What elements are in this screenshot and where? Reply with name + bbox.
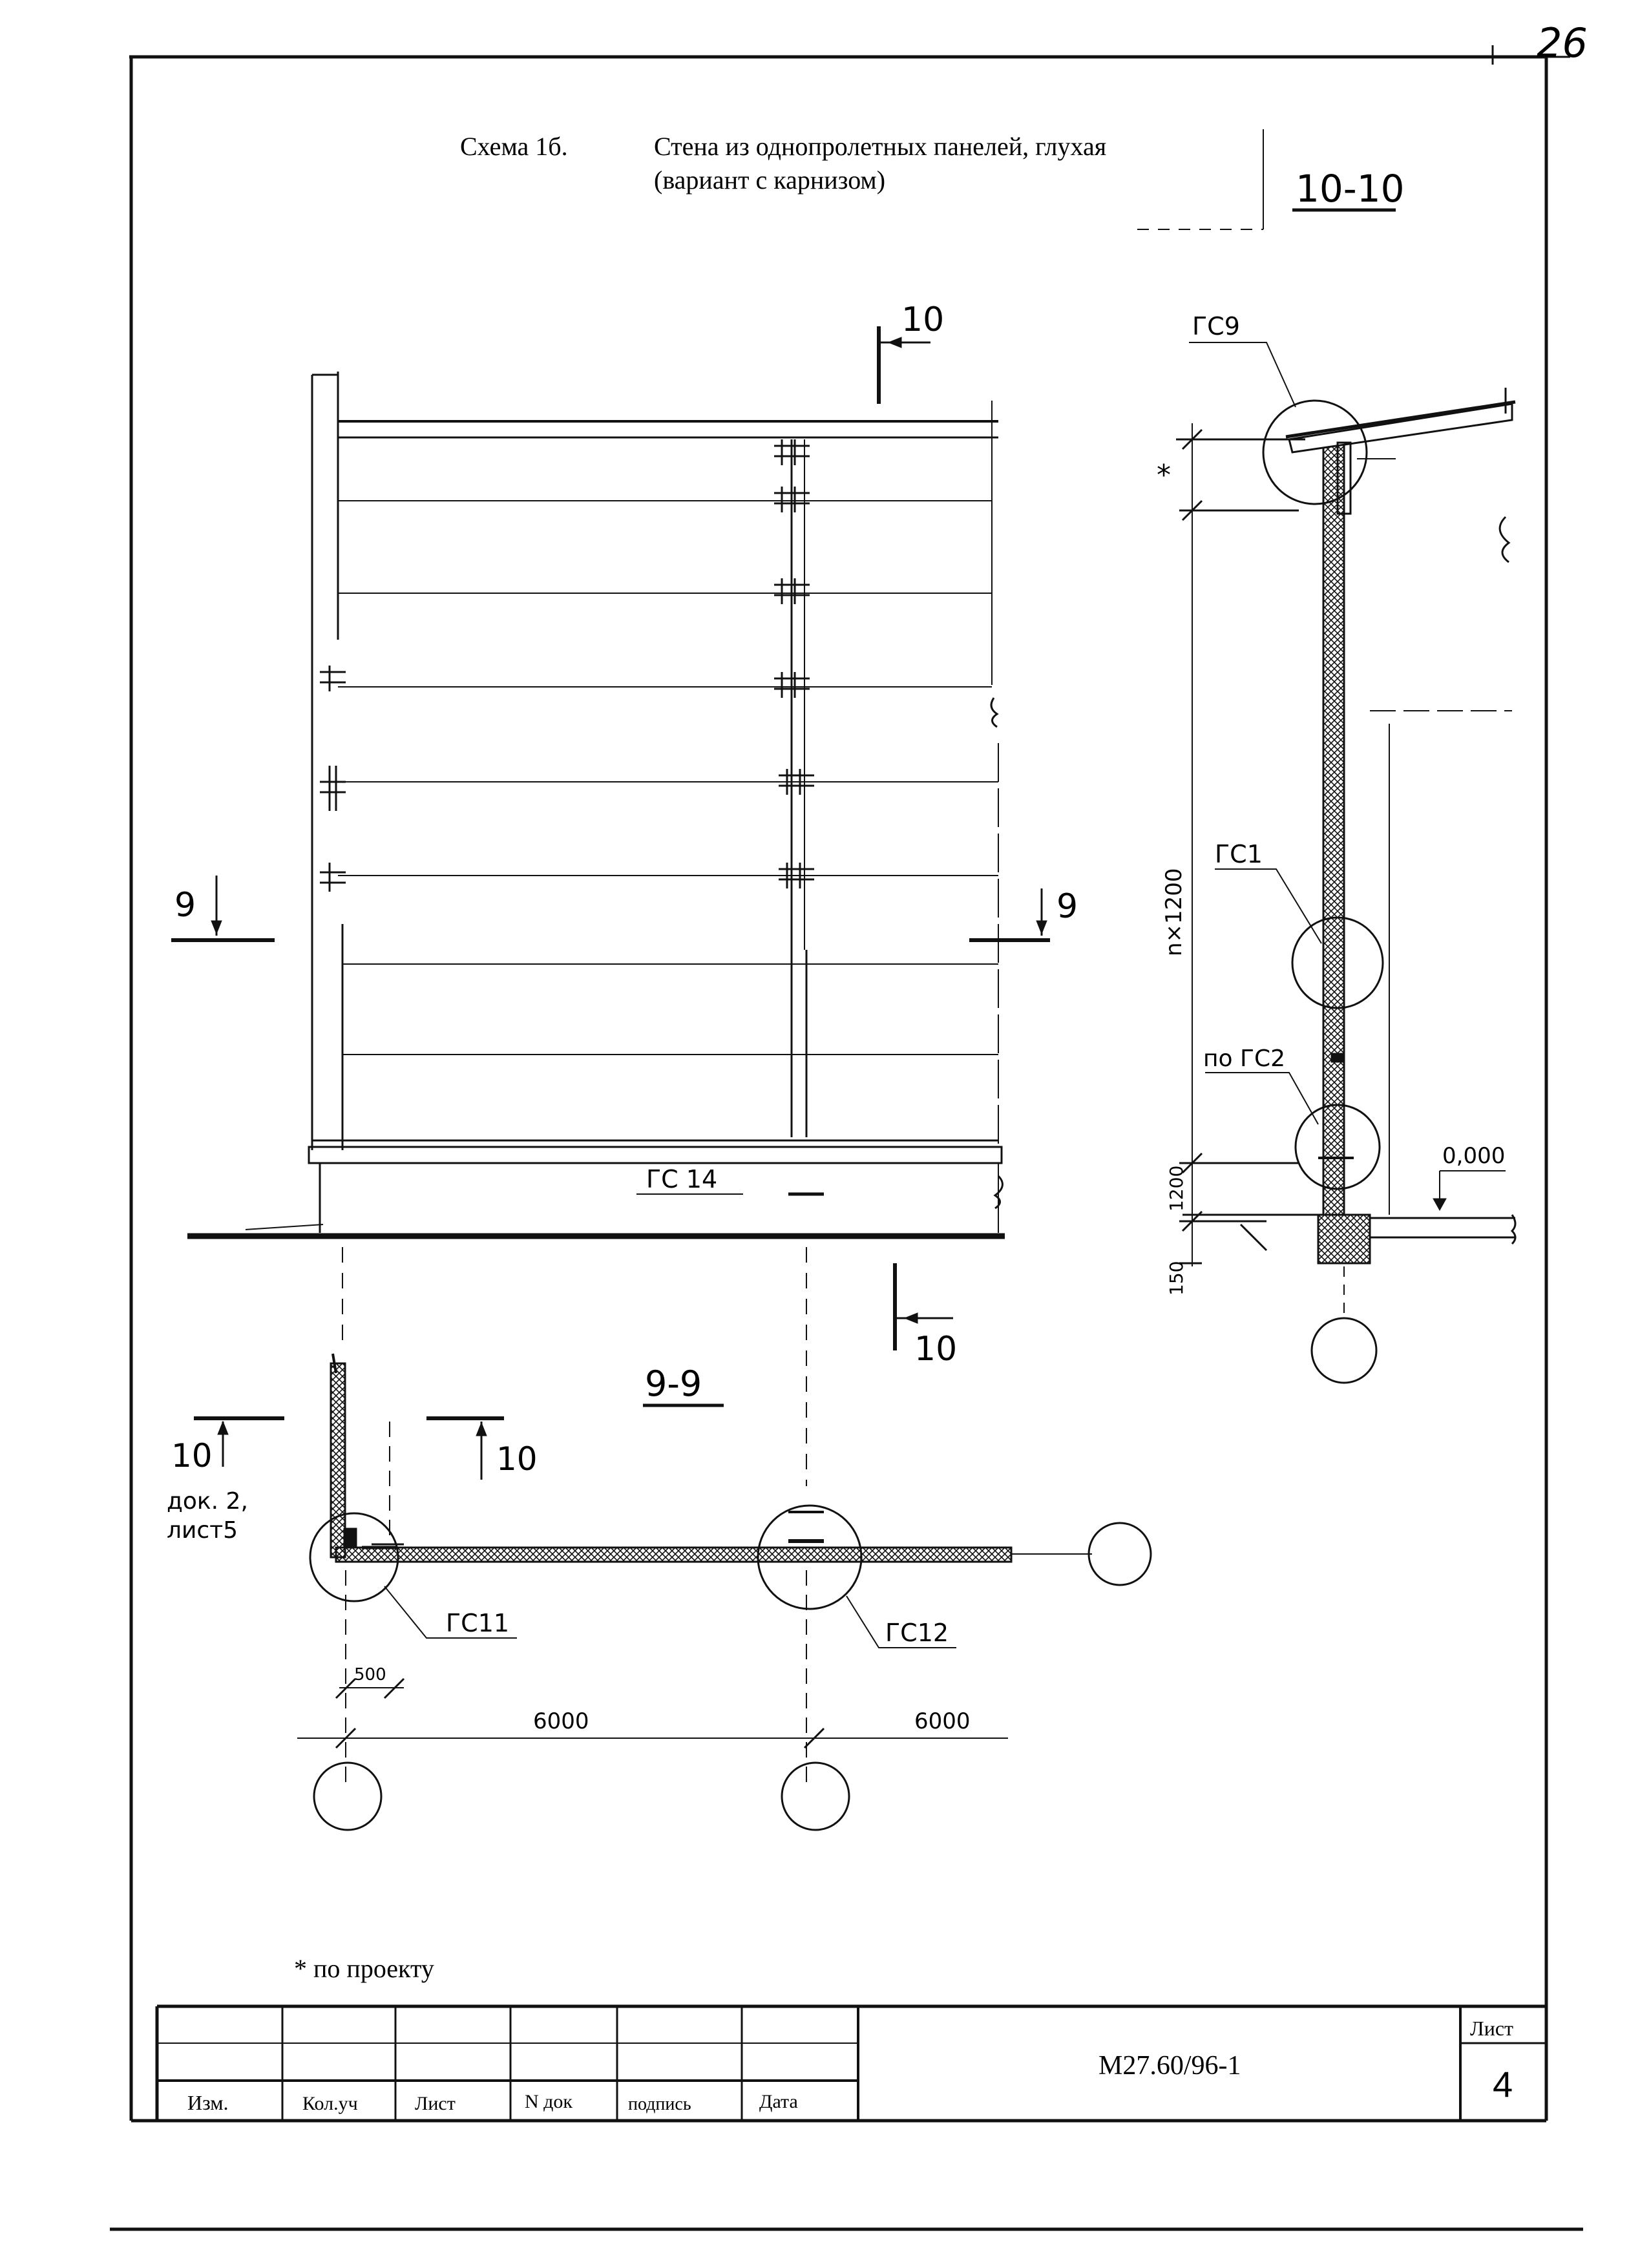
cut-marker-10-bottom (893, 1263, 953, 1350)
plan-cut-marker-right (426, 1416, 504, 1480)
cut-label-9-right: 9 (1056, 887, 1078, 926)
tb-header-izm: Изм. (187, 2091, 229, 2114)
level-0000: 0,000 (1442, 1143, 1505, 1169)
dim-n1200: n×1200 (1161, 868, 1187, 956)
plan-ref-note-line1: док. 2, (167, 1488, 248, 1515)
plan-cut-label-left: 10 (171, 1437, 213, 1475)
cut-label-10-top: 10 (901, 300, 944, 339)
cut-marker-10-top (877, 326, 930, 404)
callout-gc1: ГС1 (1215, 840, 1263, 868)
callout-gc12: ГС12 (885, 1619, 949, 1647)
dim-6000-a: 6000 (533, 1708, 589, 1734)
dim-500: 500 (354, 1665, 386, 1685)
section-9-9-title: 9-9 (645, 1363, 702, 1404)
tb-header-kol-uch: Кол.уч (302, 2093, 358, 2114)
tb-header-podpis: подпись (628, 2094, 691, 2114)
plan-cut-marker-left (194, 1416, 284, 1467)
plan-cut-label-right: 10 (496, 1440, 538, 1478)
tb-header-data: Дата (759, 2091, 798, 2112)
cut-label-9-left: 9 (174, 886, 196, 925)
footnote: * по проекту (294, 1954, 434, 1983)
section-10-10-view (1176, 342, 1517, 1384)
tb-header-n-dok: N док (525, 2091, 573, 2112)
document-code: М27.60/96-1 (1098, 2051, 1241, 2081)
plan-ref-note-line2: лист5 (167, 1517, 238, 1544)
dim-150: 150 (1166, 1261, 1187, 1296)
header-bracket (1137, 129, 1264, 230)
dim-star: * (1157, 459, 1171, 492)
callout-gc11: ГС11 (446, 1609, 509, 1637)
elevation-view (187, 372, 1005, 1486)
callout-gc14: ГС 14 (646, 1165, 717, 1193)
scheme-title-line1: Стена из однопролетных панелей, глухая (654, 132, 1106, 161)
section-10-10-title: 10-10 (1296, 167, 1405, 211)
plan-view (297, 1353, 1152, 1831)
sheet-number: 4 (1493, 2064, 1513, 2105)
tb-header-list: Лист (415, 2093, 456, 2114)
drawing-frame (110, 45, 1583, 2231)
page-number: 26 (1537, 19, 1588, 67)
sheet-label: Лист (1470, 2017, 1513, 2040)
cut-marker-9-right (969, 888, 1050, 942)
dim-6000-b: 6000 (914, 1708, 971, 1734)
scheme-title-line2: (вариант с карнизом) (654, 165, 885, 194)
scheme-label: Схема 1б. (460, 132, 568, 161)
title-block (155, 2004, 1546, 2121)
dim-1200: 1200 (1166, 1166, 1187, 1212)
callout-gc9: ГС9 (1192, 312, 1240, 341)
cut-label-10-bottom: 10 (914, 1330, 957, 1369)
callout-po-gc2: по ГС2 (1203, 1045, 1285, 1072)
cut-marker-9-left (171, 876, 275, 942)
